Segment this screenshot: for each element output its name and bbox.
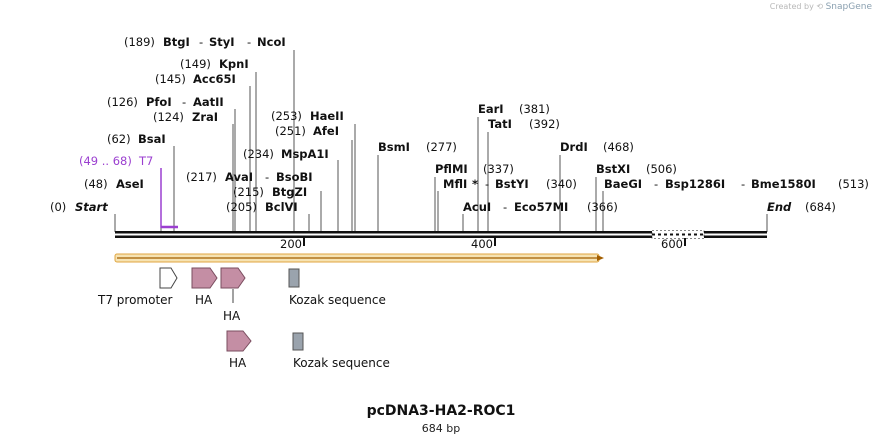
svg-text:-: - [182, 95, 186, 109]
site-name-avai: AvaI [225, 170, 253, 184]
site-pos-afei: (251) [275, 124, 306, 138]
site-pos-asei: (48) [84, 177, 108, 191]
svg-text:-: - [654, 177, 658, 191]
site-pos-mspa1i: (234) [243, 147, 274, 161]
t7-promoter-arrow [159, 267, 178, 289]
feature-label-kozak-1: Kozak sequence [289, 293, 386, 307]
features: T7 promoter HA HA Kozak sequence HA Koza… [97, 267, 390, 370]
start-label: Start [75, 200, 108, 214]
kozak-box-2 [292, 332, 304, 351]
svg-text:-: - [199, 35, 203, 49]
feature-label-ha-3: HA [229, 356, 247, 370]
site-pos-btgzi: (215) [233, 185, 264, 199]
ha-tag-arrow-2 [220, 267, 246, 289]
site-pos-mfli: (337) [483, 162, 514, 176]
site-name-aatii: AatII [193, 95, 224, 109]
feature-label-kozak-2: Kozak sequence [293, 356, 390, 370]
site-name-baegi: BaeGI [604, 177, 642, 191]
site-name-mspa1i: MspA1I [281, 147, 329, 161]
site-pos-haeii: (253) [271, 109, 302, 123]
start-pos: (0) [50, 200, 66, 214]
site-name-btgi: BtgI [163, 35, 190, 49]
plasmid-name: pcDNA3-HA2-ROC1 [366, 403, 516, 419]
svg-text:-: - [503, 200, 507, 214]
axis-label-600: 600 [661, 237, 683, 251]
site-pos-pfoi: (126) [107, 95, 138, 109]
site-name-mfli: MflI [443, 177, 467, 191]
site-pos-drdi: (468) [603, 140, 634, 154]
site-name-kpni: KpnI [219, 57, 249, 71]
site-name-bclvi: BclVI [265, 200, 298, 214]
primer-name: T7 [138, 154, 153, 168]
site-pos-eari: (381) [519, 102, 550, 116]
watermark-brand: SnapGene [825, 2, 872, 12]
site-pos-bsmi: (277) [426, 140, 457, 154]
site-name-acc65i: Acc65I [193, 72, 236, 86]
axis-label-400: 400 [471, 237, 493, 251]
site-pos-bstxi: (366) [587, 200, 618, 214]
site-name-bsobi: BsoBI [276, 170, 313, 184]
watermark-prefix: Created by [769, 2, 814, 11]
axis-label-200: 200 [280, 237, 302, 251]
site-name-pflmi: PflMI [435, 162, 468, 176]
site-name-zrai: ZraI [192, 110, 218, 124]
dna-backbone [115, 230, 767, 239]
site-pos-bsai: (62) [107, 132, 131, 146]
site-name-bsp1286i: Bsp1286I [665, 177, 725, 191]
snapgene-watermark: Created by ⟲ SnapGene [770, 2, 872, 12]
end-label: End [767, 200, 792, 214]
site-name-haeii: HaeII [310, 109, 344, 123]
svg-text:-: - [247, 35, 251, 49]
site-pos-baegi: (506) [646, 162, 677, 176]
site-name-bsai: BsaI [138, 132, 166, 146]
site-name-afei: AfeI [313, 124, 339, 138]
site-pos-acc65i: (145) [155, 72, 186, 86]
site-pos-avai: (217) [186, 170, 217, 184]
enzyme-labels: (189) BtgI - StyI - NcoI (149) KpnI (145… [50, 35, 869, 214]
ha-tag-arrow-1 [191, 267, 218, 289]
site-pos-bclvi: (205) [226, 200, 257, 214]
site-pos-acui: (340) [546, 177, 577, 191]
svg-text:-: - [741, 177, 745, 191]
site-pos-tati: (392) [529, 117, 560, 131]
site-name-ncoi: NcoI [257, 35, 286, 49]
primer-t7 [160, 168, 178, 229]
site-name-eari: EarI [478, 102, 504, 116]
svg-text:-: - [265, 170, 269, 184]
site-name-eco57mi: Eco57MI [514, 200, 568, 214]
site-name-acui: AcuI [463, 200, 491, 214]
primer-range: (49 .. 68) [79, 154, 132, 168]
site-name-tati: TatI [488, 117, 512, 131]
site-name-drdi: DrdI [560, 140, 588, 154]
orf-arrow [114, 253, 604, 263]
site-pos-btgi: (189) [124, 35, 155, 49]
site-pos-kpni: (149) [180, 57, 211, 71]
svg-text:-: - [485, 177, 489, 191]
site-name-bsmi: BsmI [378, 140, 410, 154]
site-name-pfoi: PfoI [146, 95, 172, 109]
feature-label-ha-2: HA [223, 309, 241, 323]
site-name-asei: AseI [116, 177, 144, 191]
site-name-btgzi: BtgZI [272, 185, 307, 199]
site-name-styi: StyI [209, 35, 235, 49]
site-name-bme1580i: Bme1580I [751, 177, 816, 191]
kozak-box-1 [288, 268, 300, 288]
plasmid-size: 684 bp [421, 422, 461, 435]
site-pos-zrai: (124) [153, 110, 184, 124]
site-name-bstyi: BstYI [495, 177, 529, 191]
snapgene-logo-icon: ⟲ [816, 2, 824, 11]
site-pos-bme1580i: (513) [838, 177, 869, 191]
site-name-bstxi: BstXI [596, 162, 630, 176]
end-pos: (684) [805, 200, 836, 214]
site-lines [114, 50, 768, 232]
feature-label-ha-1: HA [195, 293, 213, 307]
feature-label-t7-promoter: T7 promoter [97, 293, 173, 307]
site-star: * [472, 177, 478, 191]
axis: 200 400 600 [280, 237, 686, 251]
ha-tag-arrow-3 [226, 330, 252, 352]
